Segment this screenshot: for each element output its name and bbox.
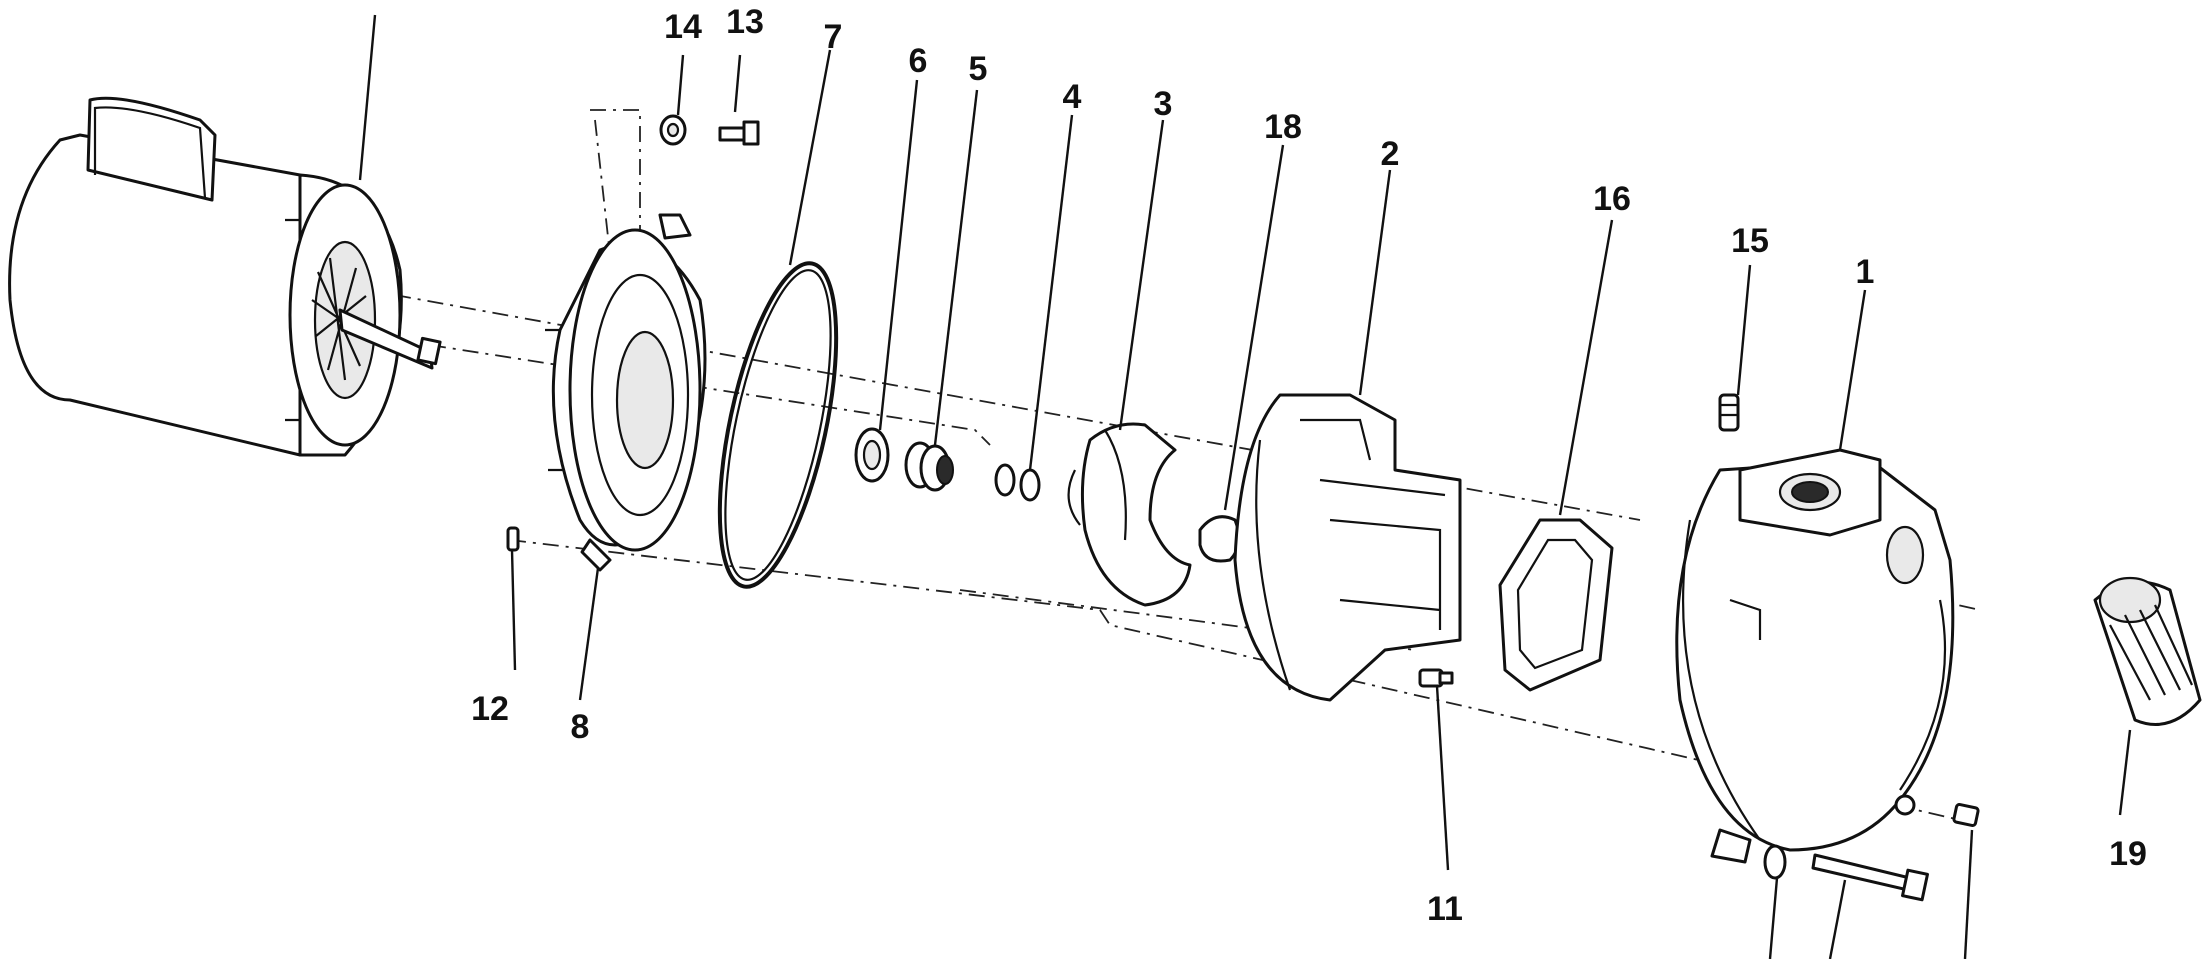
callout-19: 19 bbox=[2109, 835, 2147, 873]
bottom-washer bbox=[1763, 844, 1787, 880]
callout-6: 6 bbox=[909, 42, 928, 80]
part-19-strainer bbox=[2093, 576, 2202, 726]
callout-15: 15 bbox=[1731, 222, 1769, 260]
part-1-pump-casing bbox=[1675, 448, 1955, 864]
callout-16: 16 bbox=[1593, 180, 1631, 218]
callout-1: 1 bbox=[1856, 253, 1875, 291]
part-6-seal-seat bbox=[854, 427, 890, 483]
callout-5: 5 bbox=[969, 50, 988, 88]
bottom-bolt bbox=[1811, 853, 1929, 902]
part-5-seal bbox=[904, 441, 954, 492]
part-18-cap-nut bbox=[1198, 515, 1241, 563]
part-8-adapter bbox=[545, 213, 707, 572]
part-14-washer bbox=[659, 114, 687, 146]
part-7-o-ring bbox=[717, 261, 839, 589]
callout-11: 11 bbox=[1427, 890, 1463, 928]
callout-labels: 14 13 7 6 5 4 3 18 2 16 15 1 12 8 11 19 bbox=[471, 3, 2147, 928]
part-12-pin bbox=[506, 526, 520, 552]
part-15-plug bbox=[1718, 393, 1740, 432]
drain-plug bbox=[1952, 802, 1980, 828]
callout-4: 4 bbox=[1063, 78, 1082, 116]
motor bbox=[8, 96, 442, 457]
callout-14: 14 bbox=[664, 8, 702, 46]
leader-lines bbox=[358, 14, 2132, 959]
callout-3: 3 bbox=[1154, 85, 1173, 123]
callout-12: 12 bbox=[471, 690, 509, 728]
callout-2: 2 bbox=[1381, 135, 1400, 173]
part-13-screw bbox=[718, 120, 760, 146]
part-3-impeller bbox=[1067, 422, 1192, 607]
part-16-diffuser-gasket bbox=[1498, 518, 1614, 692]
callout-8: 8 bbox=[571, 708, 590, 746]
part-2-diffuser bbox=[1233, 393, 1462, 702]
callout-7: 7 bbox=[824, 18, 843, 56]
part-11-screw bbox=[1418, 668, 1454, 688]
callout-13: 13 bbox=[726, 3, 764, 41]
callout-18: 18 bbox=[1264, 108, 1302, 146]
part-4-washers bbox=[994, 463, 1041, 502]
